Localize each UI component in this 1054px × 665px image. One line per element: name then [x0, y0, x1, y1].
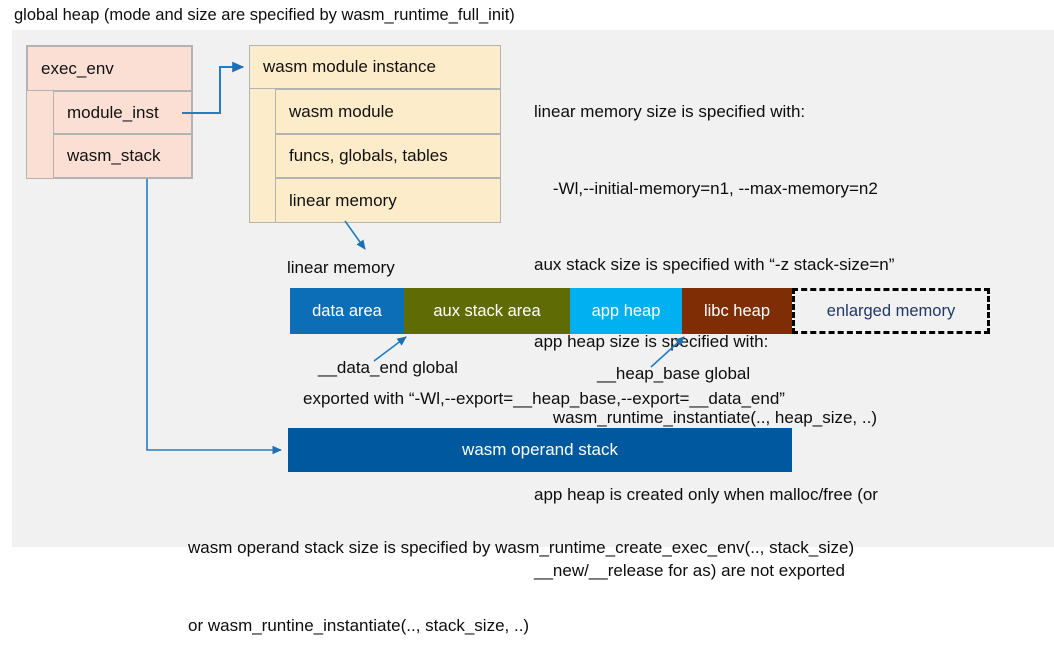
- wasm-operand-stack-label: wasm operand stack: [462, 440, 618, 459]
- memory-segment-aux-stack-area: aux stack area: [404, 288, 570, 334]
- note-line: app heap is created only when malloc/fre…: [534, 484, 878, 504]
- bottom-note-line: or wasm_runtine_instantiate(.., stack_si…: [188, 616, 530, 635]
- wmi-row-funcs-globals-tables: funcs, globals, tables: [275, 134, 501, 178]
- exec-env-field-wasm-stack: wasm_stack: [53, 134, 192, 178]
- exec-env-title: exec_env: [27, 46, 192, 91]
- annotation-exported: exported with “-Wl,--export=__heap_base,…: [303, 389, 785, 408]
- note-line: wasm_runtime_instantiate(.., heap_size, …: [534, 408, 877, 427]
- exec-env-field-module-inst: module_inst: [53, 91, 192, 134]
- memory-segment-data-area: data area: [290, 288, 404, 334]
- memory-segment-label: aux stack area: [433, 301, 541, 320]
- note-line: aux stack size is specified with “-z sta…: [534, 255, 895, 274]
- memory-segment-enlarged-memory: enlarged memory: [792, 288, 990, 334]
- wasm-module-instance-title-label: wasm module instance: [263, 57, 436, 76]
- memory-segment-label: enlarged memory: [826, 301, 956, 320]
- note-line: -Wl,--initial-memory=n1, --max-memory=n2: [534, 178, 878, 198]
- page-title: global heap (mode and size are specified…: [14, 6, 515, 24]
- memory-segment-libc-heap: libc heap: [682, 288, 792, 334]
- memory-segment-label: app heap: [591, 301, 661, 320]
- operand-stack-notes: wasm operand stack size is specified by …: [188, 483, 854, 665]
- module-inst-label: module_inst: [67, 102, 159, 122]
- note-line: linear memory size is specified with:: [534, 102, 806, 121]
- wmi-row-wasm-module: wasm module: [275, 89, 501, 134]
- wasm-stack-label: wasm_stack: [67, 146, 161, 165]
- linear-memory-bar: data area aux stack area app heap libc h…: [290, 288, 990, 334]
- bottom-note-line: wasm operand stack size is specified by …: [188, 538, 855, 557]
- wmi-row-linear-memory: linear memory: [275, 178, 501, 223]
- exec-env-title-label: exec_env: [41, 58, 114, 78]
- wmi-row-wasm-module-label: wasm module: [289, 101, 394, 121]
- memory-segment-app-heap: app heap: [570, 288, 682, 334]
- memory-segment-label: libc heap: [703, 301, 771, 320]
- wmi-row-funcs-globals-tables-label: funcs, globals, tables: [289, 146, 448, 165]
- wmi-row-linear-memory-label: linear memory: [289, 190, 397, 210]
- wasm-operand-stack-bar: wasm operand stack: [288, 428, 792, 472]
- wasm-module-instance-title: wasm module instance: [249, 45, 501, 89]
- linear-memory-caption: linear memory: [287, 258, 395, 277]
- memory-segment-label: data area: [312, 301, 382, 320]
- annotation-data-end: __data_end global: [318, 358, 458, 377]
- annotation-heap-base: __heap_base global: [597, 364, 751, 383]
